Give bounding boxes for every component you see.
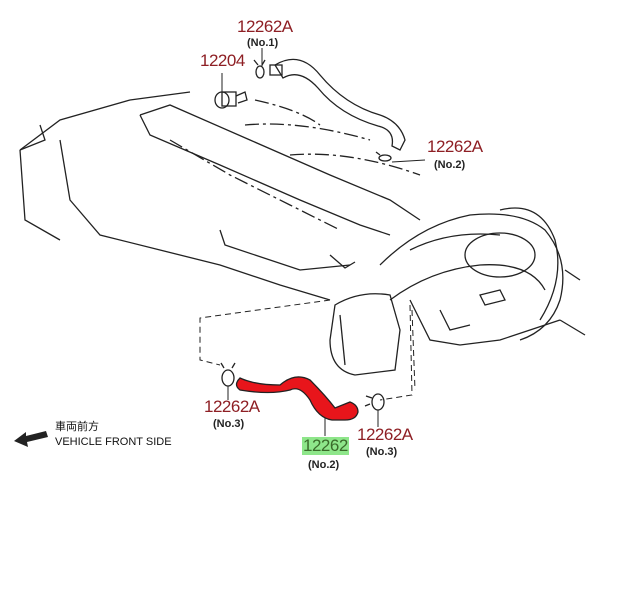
- engine-outline: [19, 91, 586, 376]
- part-sub-no3-right: (No.3): [366, 446, 398, 458]
- part-sub-hose-no2: (No.2): [308, 459, 340, 471]
- vehicle-front-label: 車両前方 VEHICLE FRONT SIDE: [55, 420, 172, 450]
- highlighted-hose: [235, 376, 359, 421]
- part-sub-no2: (No.2): [434, 159, 466, 171]
- part-number-12262a-no3-left[interactable]: 12262A: [204, 397, 260, 416]
- part-number-12204[interactable]: 12204: [200, 51, 245, 70]
- part-sub-no3-left: (No.3): [213, 418, 245, 430]
- clips: [220, 59, 392, 411]
- front-label-jp: 車両前方: [55, 421, 99, 433]
- front-label-en: VEHICLE FRONT SIDE: [55, 436, 172, 448]
- part-number-12262a-no3-right[interactable]: 12262A: [357, 425, 413, 444]
- leader-lines: [221, 48, 426, 436]
- pcv-valve: [214, 91, 248, 109]
- guide-lines: [199, 299, 416, 401]
- part-number-12262-highlighted[interactable]: 12262: [302, 436, 349, 455]
- part-number-12262a-no1[interactable]: 12262A: [237, 17, 293, 36]
- front-arrow-icon: [14, 431, 48, 447]
- part-sub-no1: (No.1): [247, 37, 279, 49]
- part-number-12262a-no2[interactable]: 12262A: [427, 137, 483, 156]
- upper-hose: [269, 58, 406, 151]
